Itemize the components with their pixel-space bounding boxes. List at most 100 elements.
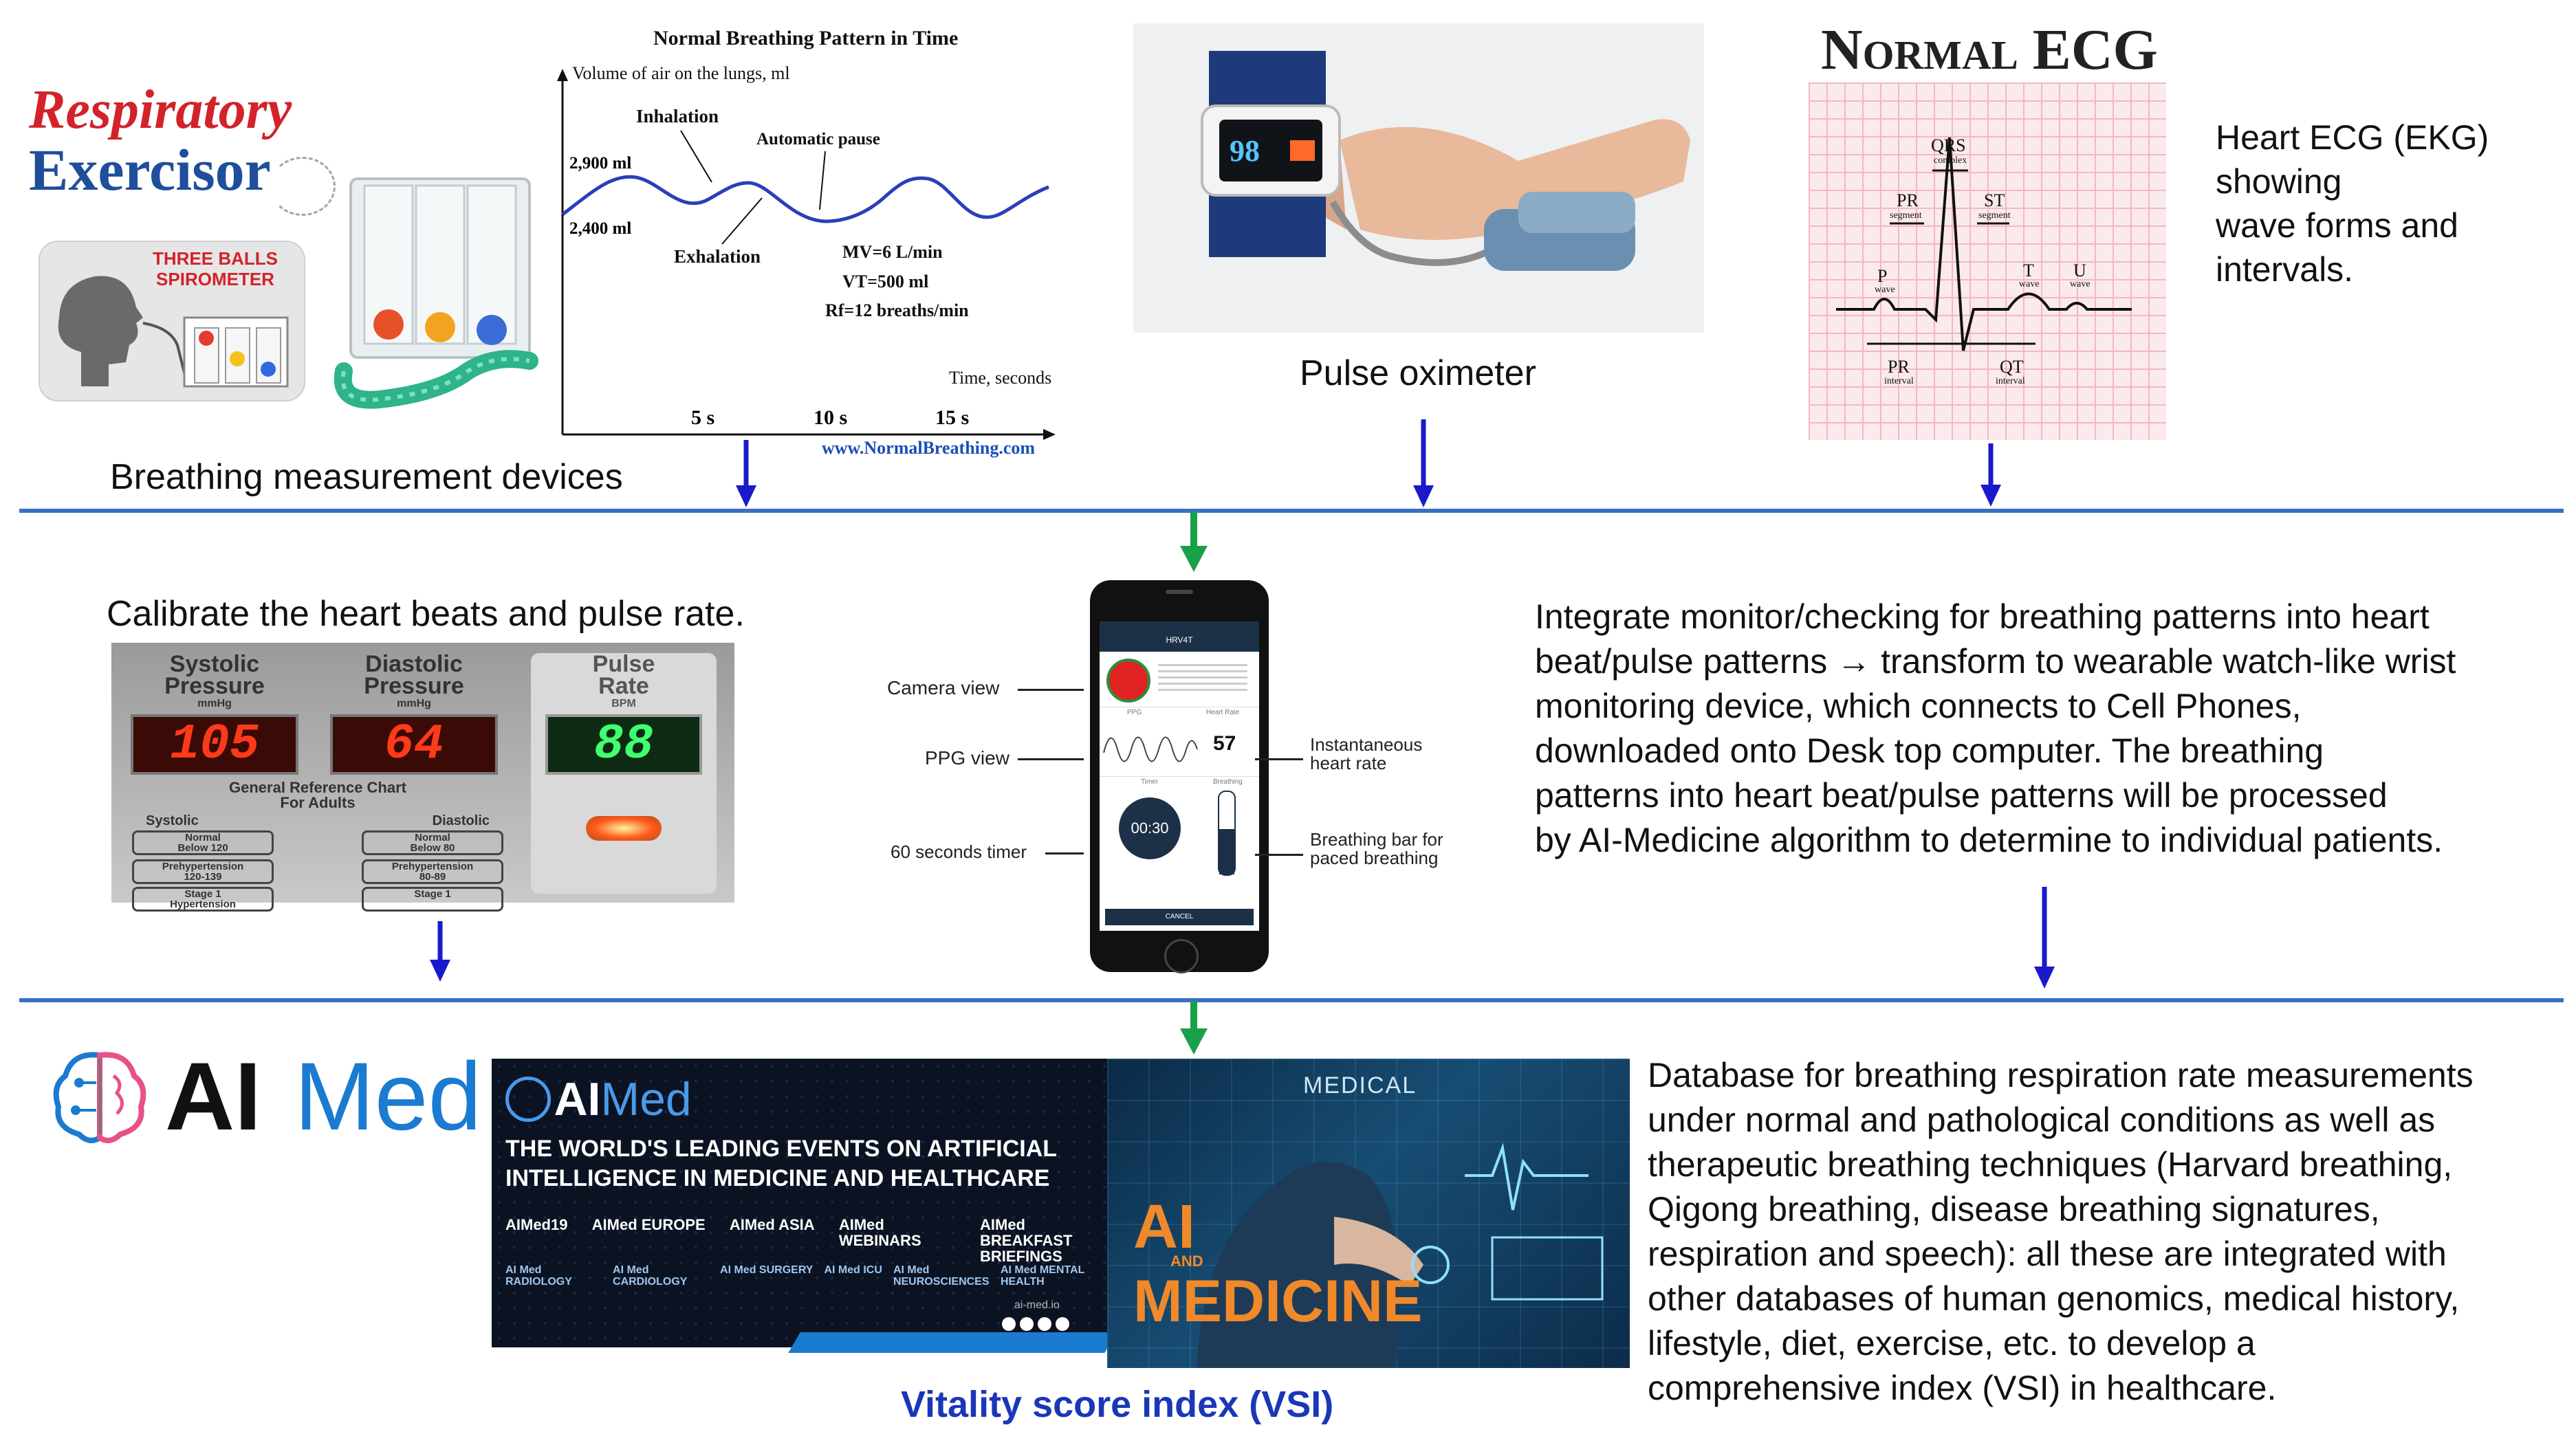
divider-top — [19, 509, 2564, 513]
bp-systolic-value: 105 — [170, 716, 259, 773]
brain-circuit-icon — [53, 1052, 146, 1143]
timer-circle: 00:30 — [1119, 797, 1181, 859]
ecg-label-u-sub: wave — [2070, 279, 2091, 289]
timer-value: 00:30 — [1131, 819, 1169, 837]
ecg-label-pr-int: PR — [1888, 357, 1910, 377]
twitter-icon — [1020, 1317, 1034, 1331]
exhalation-pointer — [721, 197, 763, 245]
ecg-label-p: P — [1877, 266, 1887, 286]
ecg-label-t: T — [2023, 261, 2034, 280]
banner-blue-corner — [788, 1332, 1117, 1353]
arrow-down-integrate — [2034, 887, 2055, 989]
bp-chart-dia-pre: Prehypertension 80-89 — [362, 859, 503, 884]
arrow-down-ecg — [1980, 443, 2001, 507]
phone-app-header: HRV4T — [1100, 628, 1259, 652]
banner-url: ai-med.io — [1014, 1299, 1060, 1311]
spirometer-person-illustration — [58, 276, 289, 388]
ai-word: AI — [1133, 1193, 1195, 1261]
bp-chart-diastolic-head: Diastolic — [432, 813, 490, 828]
respiratory-logo: Respiratory Exercisor — [29, 80, 336, 220]
bp-chart-sys-normal: Normal Below 120 — [132, 830, 274, 855]
banner-tracks-row: AI Med RADIOLOGY AI Med CARDIOLOGY AI Med … — [505, 1264, 1097, 1288]
banner-track-label: AI Med RADIOLOGY — [505, 1264, 572, 1288]
timer-section-head: Timer — [1141, 778, 1159, 786]
linkedin-icon — [1038, 1317, 1051, 1331]
breathing-chart-y-arrow — [557, 69, 568, 81]
bp-systolic-unit: mmHg — [197, 697, 232, 709]
aimed-logo-ai: AI — [165, 1042, 261, 1150]
pulse-oximeter-photo: 98 — [1133, 23, 1704, 333]
banner-event-label: AIMed ASIA — [729, 1216, 815, 1233]
breathing-chart-annotation-exhalation: Exhalation — [674, 246, 761, 267]
medical-word: MEDICAL — [1303, 1072, 1417, 1099]
bp-chart-dia-normal: Normal Below 80 — [362, 830, 503, 855]
pulse-oximeter-caption: Pulse oximeter — [1300, 353, 1536, 393]
pulse-oximeter-illustration: 98 — [1201, 51, 1690, 271]
breathing-chart-x-tick: 10 s — [814, 406, 847, 429]
banner-headline: THE WORLD'S LEADING EVENTS ON ARTIFICIAL… — [505, 1136, 1058, 1191]
bp-diastolic-block: Diastolic Pressure mmHg 64 — [325, 651, 503, 791]
bp-diastolic-label: Diastolic Pressure — [364, 651, 464, 700]
banner-track-label: AI Med CARDIOLOGY — [613, 1264, 688, 1288]
bp-chart-systolic-head: Systolic — [146, 813, 199, 828]
aimed-logo: AI Med — [48, 1042, 481, 1155]
ppg-section: PPG Heart Rate 57 — [1100, 707, 1259, 776]
banner-event-label: AIMed EUROPE — [591, 1216, 706, 1233]
medicine-word: MEDICINE — [1133, 1268, 1423, 1334]
banner-logo-ai: AI — [554, 1073, 601, 1125]
heart-rate-label: Instantaneous heart rate — [1310, 734, 1423, 774]
ecg-label-st-seg-sub: segment — [1978, 210, 2011, 221]
banner-logo: AIMed — [505, 1072, 692, 1126]
inhalation-pointer — [680, 130, 712, 183]
bp-systolic-label: Systolic Pressure — [164, 651, 265, 700]
banner-track-label: AI Med MENTAL HEALTH — [1000, 1264, 1085, 1288]
phone-status-bar — [1100, 621, 1259, 628]
bp-systolic-block: Systolic Pressure mmHg 105 — [125, 651, 304, 791]
breathing-chart-param-vt: VT=500 ml — [842, 272, 928, 291]
phone-body: HRV4T PPG Heart Rate 57 Timer Breathing … — [1090, 580, 1269, 973]
ecg-label-pr-seg: PR — [1897, 190, 1919, 210]
breathing-chart-x-tick: 5 s — [691, 406, 714, 429]
app-name: HRV4T — [1166, 635, 1193, 645]
ppg-section-head: PPG — [1127, 709, 1142, 716]
ecg-waveform-diagram: QRS complex PR segment ST segment P wave… — [1836, 135, 2132, 386]
ai-medicine-image: MEDICAL AI AND MEDICINE — [1107, 1059, 1630, 1368]
heart-rate-pointer — [1255, 758, 1303, 760]
bp-pulse-value: 88 — [593, 716, 654, 773]
ecg-label-qt-int-sub: interval — [1996, 376, 2025, 386]
vsi-caption: Vitality score index (VSI) — [901, 1384, 1334, 1425]
banner-event-label: AIMed WEBINARS — [838, 1216, 921, 1250]
banner-event-label: AIMed19 — [505, 1216, 568, 1233]
divider-bottom — [19, 998, 2564, 1002]
camera-instructions-text — [1158, 664, 1247, 692]
timer-label: 60 seconds timer — [891, 841, 1027, 862]
ecg-label-qrs: QRS — [1931, 135, 1966, 155]
spirometer-device-illustration — [334, 177, 538, 409]
breathing-chart-xlabel: Time, seconds — [949, 368, 1051, 388]
breathing-chart-annotation-pause: Automatic pause — [756, 130, 880, 148]
ecg-caption: Heart ECG (EKG) showing wave forms and i… — [2216, 118, 2489, 289]
ppg-view-pointer — [1018, 758, 1084, 760]
banner-track-label: AI Med ICU — [824, 1264, 882, 1276]
cancel-button[interactable]: CANCEL — [1105, 909, 1254, 925]
breathing-pattern-chart: Normal Breathing Pattern in Time Volume … — [557, 27, 1056, 458]
phone-app-diagram: Camera view PPG view 60 seconds timer HR… — [880, 571, 1499, 983]
ecg-grid-panel: QRS complex PR segment ST segment P wave… — [1809, 82, 2166, 440]
and-word: AND — [1170, 1253, 1203, 1270]
ecg-label-t-sub: wave — [2019, 279, 2040, 289]
spirometer-box-label: THREE BALLS SPIROMETER — [153, 248, 278, 289]
ecg-title: Normal ECG — [1821, 18, 2158, 82]
breathing-chart-annotation-inhalation: Inhalation — [636, 106, 719, 126]
breathing-bar-pointer — [1255, 854, 1303, 856]
pause-pointer — [819, 151, 826, 210]
integrate-description: Integrate monitor/checking for breathing… — [1535, 597, 2456, 859]
arrow-down-oximeter — [1413, 419, 1434, 507]
camera-red-dot — [1106, 659, 1150, 703]
doctor-touchscreen-illustration — [1197, 1143, 1604, 1368]
breathing-chart-source: www.NormalBreathing.com — [822, 438, 1035, 458]
banner-event-label: AIMed BREAKFAST BRIEFINGS — [980, 1216, 1073, 1266]
arrow-down-calibrate — [430, 921, 450, 982]
facebook-icon — [1002, 1317, 1016, 1331]
breathing-chart-y-tick: 2,900 ml — [569, 154, 631, 173]
respiratory-word: Respiratory — [29, 80, 292, 140]
